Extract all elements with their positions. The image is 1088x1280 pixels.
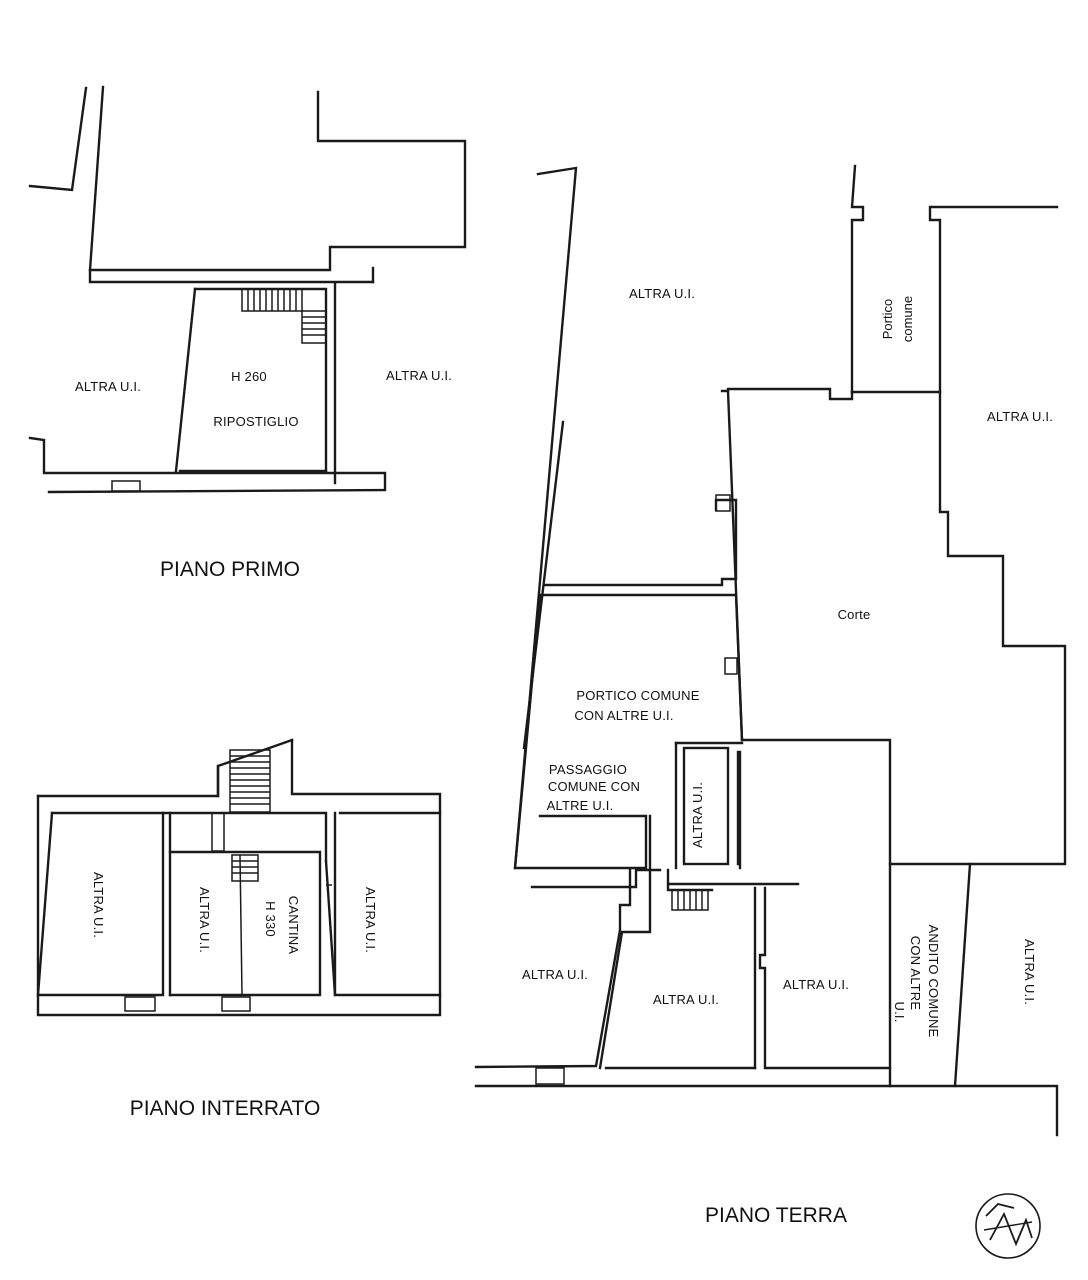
stairs-icon	[211, 749, 271, 882]
label-altra-ui: ALTRA U.I.	[690, 782, 705, 848]
label-altra-ui: ALTRA U.I.	[91, 872, 106, 938]
label-portico: Portico	[880, 299, 895, 339]
label-con-altre: CON ALTRE	[908, 936, 923, 1011]
label-altra-ui: ALTRA U.I.	[1022, 939, 1037, 1005]
piano-terra-plan: ALTRA U.I. Portico comune ALTRA U.I. Cor…	[474, 164, 1067, 1227]
label-cantina: CANTINA	[286, 896, 301, 955]
label-altra-ui: ALTRA U.I.	[629, 286, 695, 301]
stairs-icon	[241, 288, 327, 344]
title-piano-primo: PIANO PRIMO	[160, 558, 300, 581]
label-altra-ui: ALTRA U.I.	[522, 967, 588, 982]
label-con-altre: CON ALTRE U.I.	[574, 708, 673, 723]
label-ripostiglio: RIPOSTIGLIO	[213, 414, 298, 429]
label-portico-comune: PORTICO COMUNE	[576, 688, 699, 703]
stairs-icon	[671, 889, 709, 911]
label-altra-ui: ALTRA U.I.	[987, 409, 1053, 424]
label-altra-ui: ALTRA U.I.	[363, 887, 378, 953]
label-height: H 330	[263, 901, 278, 937]
label-altre-ui: ALTRE U.I.	[547, 798, 614, 813]
label-comune: comune	[900, 296, 915, 342]
title-piano-interrato: PIANO INTERRATO	[130, 1097, 321, 1120]
label-altra-ui: ALTRA U.I.	[653, 992, 719, 1007]
label-altra-ui: ALTRA U.I.	[197, 887, 212, 953]
title-piano-terra: PIANO TERRA	[705, 1204, 847, 1227]
piano-primo-plan: ALTRA U.I. H 260 RIPOSTIGLIO ALTRA U.I. …	[28, 85, 467, 581]
label-corte: Corte	[838, 607, 871, 622]
north-arrow-icon	[975, 1193, 1041, 1259]
label-passaggio: PASSAGGIO	[549, 762, 627, 777]
label-altra-ui: ALTRA U.I.	[783, 977, 849, 992]
label-comune-con: COMUNE CON	[548, 779, 640, 794]
piano-interrato-plan: ALTRA U.I. ALTRA U.I. CANTINA H 330 ALTR…	[36, 738, 442, 1120]
label-ui: U.I.	[892, 1001, 907, 1022]
label-altra-ui: ALTRA U.I.	[75, 379, 141, 394]
label-height: H 260	[231, 369, 267, 384]
label-andito-comune: ANDITO COMUNE	[926, 925, 941, 1038]
label-altra-ui: ALTRA U.I.	[386, 368, 452, 383]
